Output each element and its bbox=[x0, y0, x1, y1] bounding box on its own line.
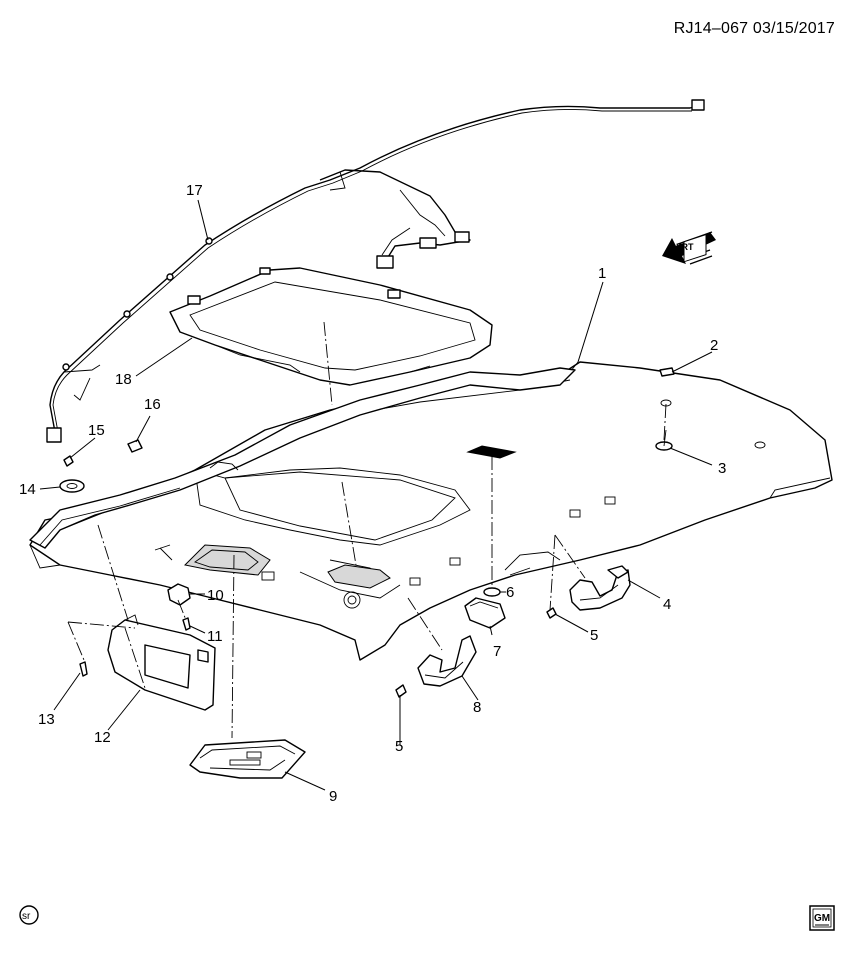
retainer-part-2 bbox=[659, 367, 675, 377]
front-direction-arrow-icon: FRT bbox=[662, 231, 716, 265]
clip-part-10 bbox=[167, 583, 191, 606]
callout-15: 15 bbox=[88, 422, 105, 439]
screw-part-5a bbox=[546, 607, 557, 619]
screw-part-11 bbox=[182, 617, 191, 631]
callout-6: 6 bbox=[506, 584, 514, 601]
bezel-part-14 bbox=[59, 479, 85, 493]
sunshade-part-12 bbox=[107, 614, 216, 711]
clip-part-16 bbox=[127, 439, 143, 453]
wiring-harness-part-17 bbox=[46, 99, 705, 443]
callout-10: 10 bbox=[207, 587, 224, 604]
gm-logo-label: GM bbox=[814, 913, 830, 924]
assist-handle-part-8 bbox=[417, 635, 477, 687]
callout-12: 12 bbox=[94, 729, 111, 746]
callout-5b: 5 bbox=[395, 738, 403, 755]
callout-18: 18 bbox=[115, 371, 132, 388]
screw-part-5b bbox=[395, 684, 407, 698]
screw-part-13 bbox=[79, 661, 88, 677]
callout-labels: 1 2 3 4 5 5 6 7 8 9 10 11 12 13 14 15 16… bbox=[19, 182, 726, 805]
callout-9: 9 bbox=[329, 788, 337, 805]
callout-14: 14 bbox=[19, 481, 36, 498]
callout-16: 16 bbox=[144, 396, 161, 413]
assist-handle-part-4 bbox=[569, 565, 631, 611]
callout-5a: 5 bbox=[590, 627, 598, 644]
callout-13: 13 bbox=[38, 711, 55, 728]
callout-1: 1 bbox=[598, 265, 606, 282]
sr-symbol-label: sr bbox=[22, 911, 31, 922]
bracket-part-7 bbox=[464, 597, 506, 629]
clip-part-15 bbox=[63, 455, 74, 467]
overhead-console-part-9 bbox=[189, 739, 306, 779]
sunroof-frame-part-18 bbox=[169, 267, 493, 386]
callout-4: 4 bbox=[663, 596, 671, 613]
front-arrow-label: FRT bbox=[676, 242, 694, 252]
callout-7: 7 bbox=[493, 643, 501, 660]
a-pillar-trim bbox=[29, 367, 576, 549]
leader-lines bbox=[39, 199, 713, 791]
callout-17: 17 bbox=[186, 182, 203, 199]
sr-circle-icon: sr bbox=[19, 905, 39, 925]
callout-3: 3 bbox=[718, 460, 726, 477]
pad-part-6 bbox=[483, 587, 501, 597]
callout-2: 2 bbox=[710, 337, 718, 354]
gm-logo-icon: GM bbox=[809, 905, 835, 931]
diagram-reference-date: RJ14–067 03/15/2017 bbox=[673, 20, 835, 37]
callout-8: 8 bbox=[473, 699, 481, 716]
retainer-part-3 bbox=[655, 429, 673, 451]
alignment-lines bbox=[67, 321, 667, 739]
callout-11: 11 bbox=[207, 628, 223, 645]
